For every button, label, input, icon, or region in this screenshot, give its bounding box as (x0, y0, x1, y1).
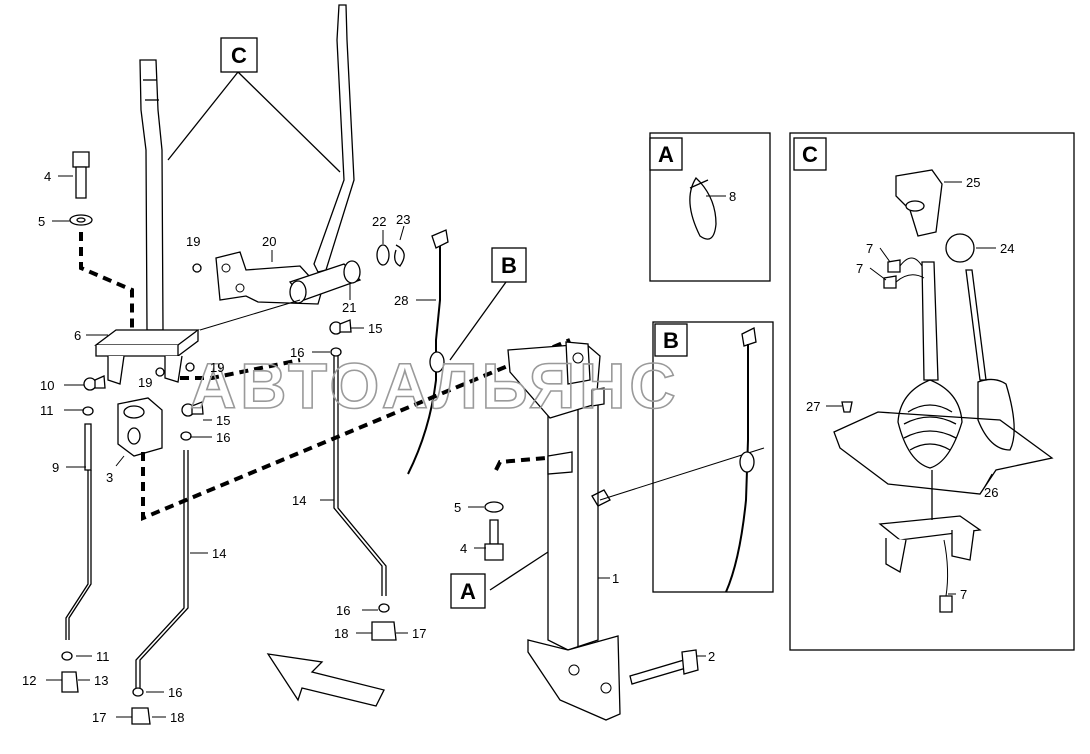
detail-a-box (649, 132, 771, 282)
part-number-6: 6 (74, 328, 81, 343)
part-number-8: 8 (729, 189, 736, 204)
bushing-part-21 (288, 260, 362, 304)
part-number-11: 11 (96, 649, 110, 664)
callout-box-detail-a: A (649, 137, 683, 171)
part-number-27: 27 (806, 399, 820, 414)
callout-c-leader (167, 71, 341, 173)
part-number-22: 22 (372, 214, 386, 229)
callout-box-c-top: C (220, 37, 258, 73)
detail-b-box (652, 321, 774, 593)
part-number-14: 14 (292, 493, 306, 508)
part-number-21: 21 (342, 300, 356, 315)
part-number-10: 10 (40, 378, 54, 393)
shift-lever-left (139, 59, 164, 331)
part-number-7: 7 (866, 241, 873, 256)
part-number-7: 7 (960, 587, 967, 602)
part-number-13: 13 (94, 673, 108, 688)
part-number-16: 16 (216, 430, 230, 445)
part-number-12: 12 (22, 673, 36, 688)
part-number-26: 26 (984, 485, 998, 500)
part-number-23: 23 (396, 212, 410, 227)
rod-ends (61, 347, 397, 725)
part-number-25: 25 (966, 175, 980, 190)
nut-part-19-c (185, 362, 195, 372)
assembly-dashline-bolt (79, 232, 134, 332)
assembly-dashline-pedestal (494, 456, 547, 471)
shift-lever-right (313, 4, 355, 273)
callout-box-detail-c: C (793, 137, 827, 171)
ball-joint-part-10 (83, 375, 106, 391)
part-number-2: 2 (708, 649, 715, 664)
part-number-16: 16 (168, 685, 182, 700)
bracket-part-6 (94, 329, 200, 385)
part-number-3: 3 (106, 470, 113, 485)
nut-part-19-a (192, 263, 202, 273)
part-number-18: 18 (334, 626, 348, 641)
part-number-15: 15 (368, 321, 382, 336)
svg-text:A: A (658, 142, 674, 167)
part-number-9: 9 (52, 460, 59, 475)
part-number-16: 16 (336, 603, 350, 618)
rod-part-9 (65, 423, 92, 640)
detail-c-box (789, 132, 1075, 651)
svg-text:B: B (501, 253, 517, 278)
assembly-dashline-rod (180, 358, 301, 380)
pedestal-part-1 (507, 341, 621, 721)
part-number-19: 19 (138, 375, 152, 390)
part-number-1: 1 (612, 571, 619, 586)
part-number-4: 4 (460, 541, 467, 556)
svg-text:C: C (802, 142, 818, 167)
ball-joint-part-15-upper (329, 319, 352, 335)
part-number-7: 7 (856, 261, 863, 276)
callout-box-detail-b: B (654, 323, 688, 357)
rod-part-14-center (333, 350, 387, 596)
universal-joint-part-3 (117, 397, 163, 457)
part-number-11: 11 (40, 403, 54, 418)
callout-b-leader (449, 281, 507, 361)
ball-joint-part-15 (181, 401, 204, 417)
watermark: АВТОАЛЬЯНС (190, 350, 680, 422)
callout-box-a-main: A (450, 573, 486, 609)
washer-part-22 (376, 244, 390, 266)
part-number-4: 4 (44, 169, 51, 184)
bolt-part-4-lower (484, 519, 504, 561)
nut-part-19-b (155, 367, 165, 377)
svg-text:C: C (231, 43, 247, 68)
part-number-5: 5 (38, 214, 45, 229)
part-number-19: 19 (186, 234, 200, 249)
cable-part-28 (407, 229, 449, 475)
part-number-5: 5 (454, 500, 461, 515)
part-number-28: 28 (394, 293, 408, 308)
part-number-16: 16 (290, 345, 304, 360)
assembly-dashline-main (141, 338, 571, 522)
rod-part-14-left (135, 450, 189, 688)
part-number-17: 17 (92, 710, 106, 725)
bolt-part-2 (629, 649, 699, 685)
part-numbers: 4 5 6 10 11 9 3 19 19 19 20 21 22 23 28 … (22, 169, 1014, 725)
direction-arrow (266, 653, 385, 707)
callout-a-leader (489, 551, 549, 591)
part-number-15: 15 (216, 413, 230, 428)
part-number-19: 19 (210, 360, 224, 375)
leader-lines (46, 175, 996, 718)
part-number-17: 17 (412, 626, 426, 641)
callout-box-b-main: B (491, 247, 527, 283)
clip-part-23 (394, 244, 405, 267)
washer-part-5-lower (484, 501, 504, 513)
part-number-18: 18 (170, 710, 184, 725)
svg-text:A: A (460, 579, 476, 604)
washer-part-5 (69, 214, 93, 226)
part-number-20: 20 (262, 234, 276, 249)
svg-text:B: B (663, 328, 679, 353)
part-number-24: 24 (1000, 241, 1014, 256)
bolt-part-4 (72, 151, 90, 199)
part-number-14: 14 (212, 546, 226, 561)
